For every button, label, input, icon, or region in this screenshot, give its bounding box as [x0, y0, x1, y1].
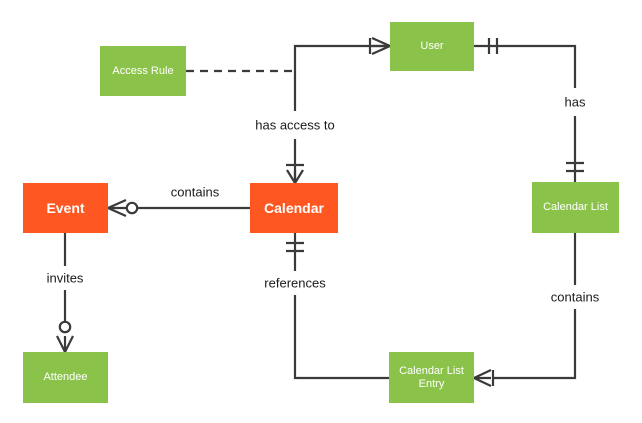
entity-user[interactable]: User	[390, 22, 474, 71]
entity-label-calendar-list: Calendar List	[543, 201, 608, 214]
entity-label-attendee: Attendee	[43, 371, 88, 384]
crowfoot-calendar-has-access	[286, 163, 304, 184]
crowfoot-user-has-access	[368, 36, 391, 56]
entity-calendar-list-entry[interactable]: Calendar List Entry	[389, 352, 474, 403]
rel-label-has: has	[564, 94, 586, 110]
rel-label-contains-event-calendar: contains	[170, 184, 220, 200]
rel-label-invites: invites	[46, 270, 84, 286]
entity-attendee[interactable]: Attendee	[23, 352, 108, 403]
entity-label-calendar: Calendar	[264, 199, 324, 216]
entity-calendar-list[interactable]: Calendar List	[532, 182, 619, 233]
rel-label-has-access-to: has access to	[255, 117, 335, 133]
connector-contains-list-entry	[492, 233, 577, 380]
entity-label-access-rule: Access Rule	[112, 64, 174, 77]
cardinality-calendar-references-one	[286, 241, 304, 253]
connector-has	[474, 44, 577, 182]
connector-has-access-to	[293, 44, 390, 183]
crowfoot-attendee-invites	[56, 320, 74, 353]
entity-label-event: Event	[46, 199, 85, 216]
rel-label-contains-list-entry: contains	[550, 289, 600, 305]
entity-event[interactable]: Event	[23, 183, 108, 233]
crowfoot-listentry-contains	[473, 369, 495, 387]
entity-calendar[interactable]: Calendar	[250, 183, 338, 233]
cardinality-user-has-one	[487, 38, 499, 54]
connector-references	[293, 233, 389, 380]
entity-access-rule[interactable]: Access Rule	[100, 46, 186, 96]
entity-label-user: User	[420, 40, 444, 53]
crowfoot-event-contains	[107, 198, 139, 218]
entity-label-calendar-list-entry: Calendar List Entry	[399, 364, 464, 390]
cardinality-calendarlist-has-one	[566, 161, 584, 173]
rel-label-references: references	[264, 275, 326, 291]
